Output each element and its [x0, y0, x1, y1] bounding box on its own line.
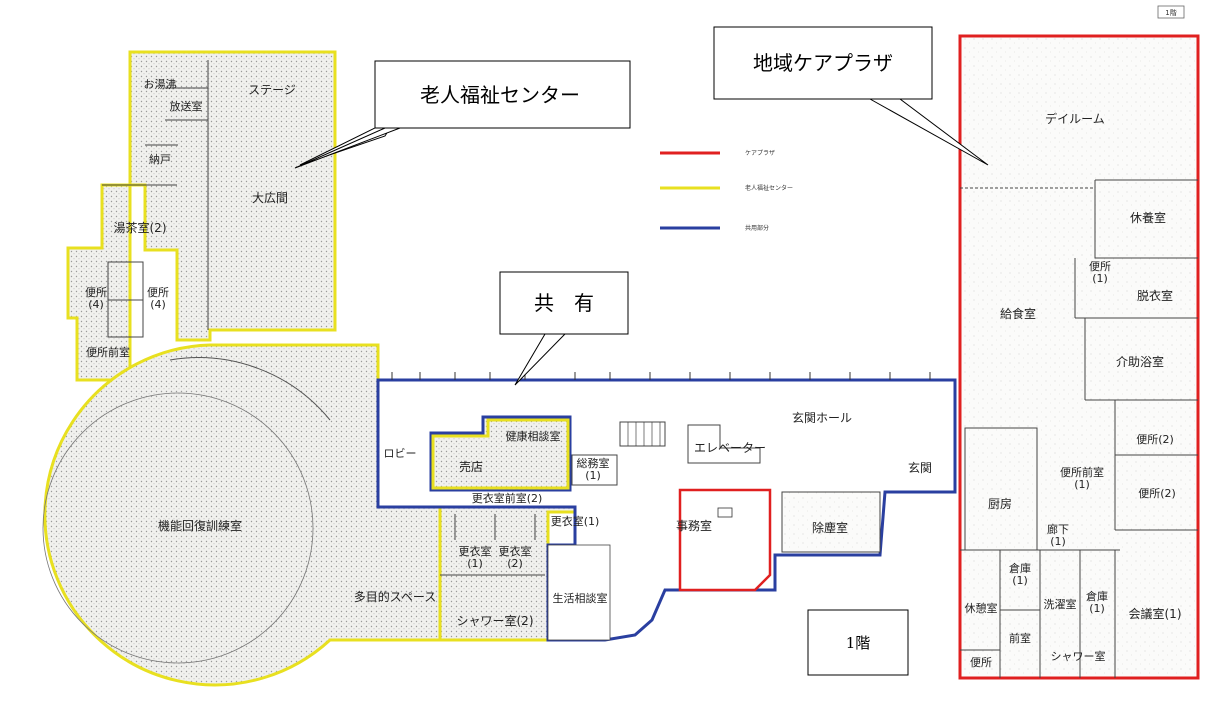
- room-training: 機能回復訓練室: [158, 518, 242, 533]
- room-toilet2a: 便所(2): [1136, 433, 1174, 446]
- room-toilet4b: 便所(4): [147, 286, 169, 311]
- callout-shared-label: 共 有: [534, 291, 594, 315]
- room-changing2: 更衣室(2): [499, 544, 532, 570]
- legend-label-elderly-center: 老人福祉センター: [745, 184, 793, 192]
- legend-label-shared: 共用部分: [745, 224, 769, 232]
- room-entrance-hall: 玄関ホール: [792, 410, 852, 425]
- floor-label: 1階: [846, 634, 871, 652]
- room-hall: 大広間: [252, 191, 288, 205]
- legend: ケアプラザ 老人福祉センター 共用部分: [660, 150, 793, 232]
- office-area: [678, 488, 772, 592]
- room-oshiire: お湯沸: [144, 78, 177, 91]
- room-care-bath: 介助浴室: [1116, 354, 1164, 369]
- room-health-consult: 健康相談室: [506, 429, 561, 443]
- room-office: 事務室: [676, 518, 712, 533]
- room-elevator: エレベーター: [694, 441, 766, 455]
- room-dining: 給食室: [1000, 306, 1036, 321]
- room-kitchen: 厨房: [988, 496, 1012, 511]
- room-laundry: 洗濯室: [1044, 597, 1077, 611]
- room-entrance: 玄関: [908, 460, 932, 475]
- room-multipurpose: 多目的スペース: [354, 589, 437, 604]
- room-changing3: 更衣室(1): [551, 514, 600, 528]
- room-toilet4a: 便所(4): [85, 286, 107, 311]
- room-corridor: 廊下(1): [1047, 522, 1069, 548]
- callout-elderly-center-label: 老人福祉センター: [420, 83, 580, 107]
- room-storage: 納戸: [149, 153, 171, 166]
- room-toilet2b: 便所(2): [1138, 487, 1176, 500]
- room-life-consult: 生活相談室: [553, 591, 608, 605]
- room-toilet-front1: 便所前室(1): [1060, 465, 1104, 491]
- room-japanese: 湯茶室(2): [114, 220, 167, 235]
- callout-elderly-center: 老人福祉センター: [294, 60, 631, 169]
- room-front: 前室: [1009, 631, 1031, 645]
- room-toilet1: 便所(1): [1089, 260, 1111, 285]
- room-lobby: ロビー: [384, 447, 417, 460]
- room-broadcast: 放送室: [170, 99, 203, 113]
- room-changing-front: 更衣室前室(2): [472, 491, 543, 505]
- svg-text:1階: 1階: [1165, 8, 1176, 17]
- room-meeting: 会議室(1): [1129, 606, 1182, 621]
- room-undress: 脱衣室: [1137, 288, 1173, 303]
- room-toilet-front: 便所前室: [86, 345, 130, 359]
- room-rest: 休養室: [1130, 210, 1166, 225]
- room-shop: 売店: [459, 459, 483, 474]
- page-tag: 1階: [1157, 5, 1185, 19]
- room-shower2: シャワー室(2): [457, 613, 534, 628]
- callout-shared: 共 有: [499, 271, 629, 386]
- shared-area: [376, 372, 957, 642]
- callout-care-plaza-label: 地域ケアプラザ: [753, 51, 893, 75]
- room-office-small: 総務室(1): [577, 456, 610, 482]
- legend-label-care-plaza: ケアプラザ: [745, 150, 775, 157]
- room-day-room: デイルーム: [1045, 111, 1105, 126]
- room-storage1: 倉庫(1): [1009, 561, 1031, 587]
- room-cleaning: 除塵室: [812, 520, 848, 535]
- floor-label-box: 1階: [807, 609, 909, 676]
- room-warehouse: 倉庫(1): [1086, 589, 1108, 615]
- room-staff: 休憩室: [965, 601, 998, 615]
- callout-care-plaza: 地域ケアプラザ: [713, 26, 989, 166]
- room-shower: シャワー室: [1051, 649, 1106, 663]
- care-plaza-area: [958, 34, 1200, 680]
- elderly-center-walls: [102, 60, 545, 576]
- room-labels: ステージ お湯沸 放送室 納戸 大広間 湯茶室(2) 便所(4) 便所(4) 便…: [85, 78, 1182, 669]
- room-changing1: 更衣室(1): [459, 544, 492, 570]
- elderly-center-area: [42, 50, 577, 687]
- room-stage: ステージ: [248, 83, 296, 97]
- room-toilet-small: 便所: [970, 656, 992, 669]
